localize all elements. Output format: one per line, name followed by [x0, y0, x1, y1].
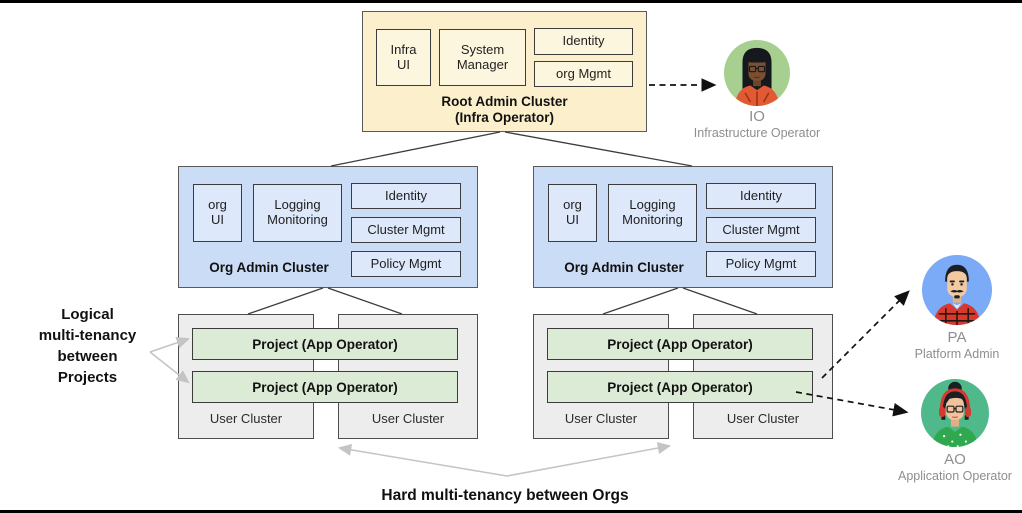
left-org-to-uc1-line — [247, 287, 324, 315]
system-manager-box: System Manager — [439, 29, 526, 86]
org-cluster-title-right: Org Admin Cluster — [564, 260, 684, 275]
root-identity-box: Identity — [534, 28, 633, 55]
cluster-mgmt-box-left: Cluster Mgmt — [351, 217, 461, 243]
org-ui-box-right: org UI — [548, 184, 597, 242]
project-bar: Project (App Operator) — [547, 328, 813, 360]
user-cluster-label: User Cluster — [564, 411, 638, 426]
root-admin-cluster-box: Infra UI System Manager Identity org Mgm… — [362, 11, 647, 132]
pa-name: Platform Admin — [914, 347, 1000, 361]
logical-label-line4: Projects — [57, 369, 118, 386]
io-abbr: IO — [749, 108, 765, 125]
logical-label-line1: Logical — [61, 306, 114, 323]
logging-monitoring-box-right: Logging Monitoring — [608, 184, 697, 242]
org-ui-label-line2: UI — [211, 212, 224, 227]
logging-label-line1: Logging — [274, 197, 321, 213]
policy-mgmt-label: Policy Mgmt — [370, 255, 442, 271]
logical-multitenancy-label: Logical multi-tenancy between Projects — [5, 304, 170, 388]
top-border — [0, 0, 1022, 3]
io-name: Infrastructure Operator — [693, 126, 821, 140]
project-bar: Project (App Operator) — [192, 371, 458, 403]
left-org-to-uc2-line — [327, 287, 403, 315]
io-avatar — [724, 40, 790, 106]
hard-arrow-left — [337, 443, 508, 477]
org-admin-cluster-right-box: org UI Logging Monitoring Identity Clust… — [533, 166, 833, 288]
logging-label-line2: Monitoring — [622, 212, 683, 227]
org-ui-box-left: org UI — [193, 184, 242, 242]
pa-avatar — [922, 255, 992, 325]
cluster-mgmt-label: Cluster Mgmt — [367, 221, 445, 237]
org-ui-label-line1: org — [563, 197, 582, 213]
root-to-left-org-line — [330, 131, 501, 167]
ao-avatar — [921, 379, 989, 447]
user-cluster-label: User Cluster — [371, 411, 445, 426]
root-cluster-title-line2: (Infra Operator) — [454, 110, 554, 125]
infra-ui-box: Infra UI — [376, 29, 431, 86]
policy-mgmt-box-right: Policy Mgmt — [706, 251, 816, 277]
root-to-right-org-line — [504, 131, 693, 167]
root-cluster-title: Root Admin Cluster (Infra Operator) — [363, 94, 646, 126]
pa-avatar-icon — [922, 255, 992, 325]
hard-multitenancy-label: Hard multi-tenancy between Orgs — [381, 487, 629, 504]
org-identity-box-right: Identity — [706, 183, 816, 209]
cluster-mgmt-label: Cluster Mgmt — [722, 221, 800, 237]
org-cluster-title-left: Org Admin Cluster — [209, 260, 329, 275]
user-cluster-label: User Cluster — [209, 411, 283, 426]
org-identity-label: Identity — [385, 187, 427, 203]
system-manager-label-line1: System — [460, 41, 505, 57]
org-ui-label-line2: UI — [566, 212, 579, 227]
root-identity-label: Identity — [562, 33, 605, 49]
logging-label-line2: Monitoring — [267, 212, 328, 227]
project-bar: Project (App Operator) — [547, 371, 813, 403]
org-admin-cluster-left-box: org UI Logging Monitoring Identity Clust… — [178, 166, 478, 288]
user-cluster-label: User Cluster — [726, 411, 800, 426]
ao-name: Application Operator — [898, 469, 1012, 483]
project-bar: Project (App Operator) — [192, 328, 458, 360]
io-avatar-icon — [724, 40, 790, 106]
logging-monitoring-box-left: Logging Monitoring — [253, 184, 342, 242]
infra-ui-label-line2: UI — [397, 56, 410, 72]
root-cluster-title-line1: Root Admin Cluster — [441, 94, 568, 109]
system-manager-label-line2: Manager — [456, 56, 509, 72]
bottom-border — [0, 510, 1022, 513]
cluster-mgmt-box-right: Cluster Mgmt — [706, 217, 816, 243]
org-mgmt-box: org Mgmt — [534, 61, 633, 87]
org-mgmt-label: org Mgmt — [556, 65, 611, 81]
logging-label-line1: Logging — [629, 197, 676, 213]
ao-abbr: AO — [944, 451, 966, 468]
logical-label-line2: multi-tenancy — [38, 327, 137, 344]
right-org-to-uc1-line — [602, 287, 679, 315]
user-cluster-group-right: Project (App Operator) Project (App Oper… — [533, 314, 833, 439]
org-identity-box-left: Identity — [351, 183, 461, 209]
user-cluster-group-left: Project (App Operator) Project (App Oper… — [178, 314, 478, 439]
policy-mgmt-box-left: Policy Mgmt — [351, 251, 461, 277]
hard-arrow-right — [506, 442, 672, 477]
right-org-to-uc2-line — [682, 287, 758, 315]
org-identity-label: Identity — [740, 187, 782, 203]
policy-mgmt-label: Policy Mgmt — [725, 255, 797, 271]
org-ui-label-line1: org — [208, 197, 227, 213]
logical-label-line3: between — [57, 348, 118, 365]
pa-abbr: PA — [947, 329, 967, 346]
infra-ui-label-line1: Infra — [390, 41, 417, 57]
ao-avatar-icon — [921, 379, 989, 447]
